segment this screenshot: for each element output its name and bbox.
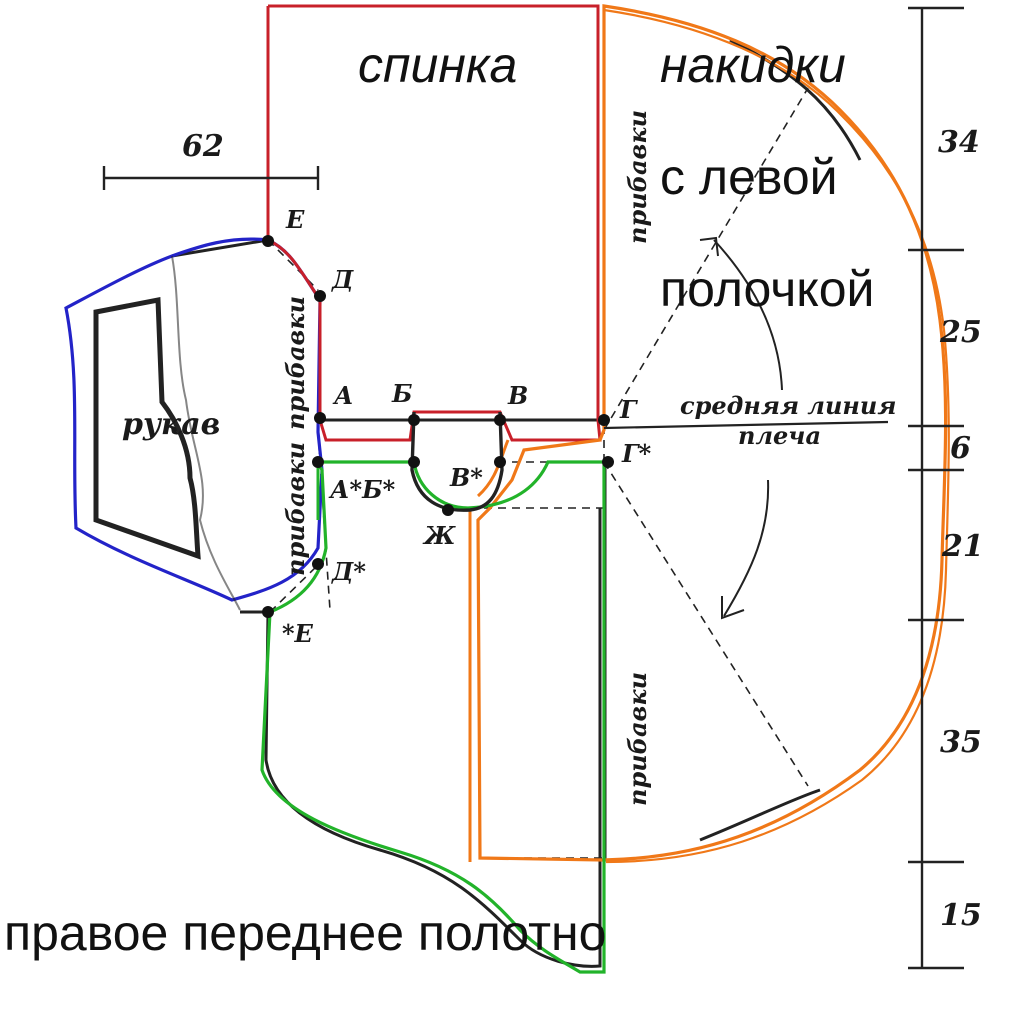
- point-star-e-dot: [262, 606, 274, 618]
- point-markers: [262, 235, 614, 618]
- point-b-star-dot: [408, 456, 420, 468]
- label-cape-line1: накидки: [660, 37, 846, 93]
- label-sleeve: рукав: [122, 407, 220, 442]
- point-e-dot: [262, 235, 274, 247]
- sleeve: [64, 237, 324, 611]
- point-d-label: Д: [331, 265, 354, 294]
- measure-62: [102, 166, 320, 190]
- scale-6: 6: [950, 431, 971, 466]
- point-star-e-label: *Е: [282, 619, 314, 648]
- point-g-dot: [598, 414, 610, 426]
- point-a-star-dot: [312, 456, 324, 468]
- middle-line-label-2: плеча: [738, 421, 821, 450]
- point-g-star-label: Г*: [621, 439, 652, 468]
- allowance-label-lower-left: прибавки: [281, 442, 310, 576]
- front-panel: [260, 460, 606, 974]
- sleeve-cuff-shape: [93, 296, 201, 560]
- point-b-dot: [408, 414, 420, 426]
- point-v-star-label: В*: [449, 463, 483, 492]
- scale-21: 21: [941, 529, 984, 564]
- sleeve-outline: [64, 237, 324, 602]
- armhole-cutout: [410, 411, 504, 512]
- rotation-arrows: [699, 236, 783, 620]
- allowance-label-upper-left: прибавки: [281, 296, 310, 430]
- scale-35: 35: [940, 725, 982, 760]
- point-g-star-dot: [602, 456, 614, 468]
- label-back: спинка: [358, 37, 517, 93]
- label-cape-line3: полочкой: [660, 261, 874, 317]
- measure-62-label: 62: [182, 129, 224, 164]
- point-b-label: Б: [391, 379, 413, 408]
- point-v-label: В: [507, 381, 528, 410]
- point-a-star-b-star-label: А*Б*: [328, 475, 396, 504]
- label-front-panel: правое переднее полотно: [4, 905, 606, 961]
- point-d-dot: [314, 290, 326, 302]
- point-g-label: Г: [619, 395, 638, 424]
- middle-shoulder-line: [603, 420, 889, 430]
- scale-25: 25: [939, 315, 982, 350]
- scale-15: 15: [940, 898, 982, 933]
- scale-34: 34: [938, 125, 980, 160]
- sleeve-inner-line: [171, 255, 241, 611]
- middle-line-label-1: средняя линия: [680, 391, 896, 420]
- point-v-dot: [494, 414, 506, 426]
- construction-lines: [267, 10, 809, 860]
- allowance-label-bottom-right: прибавки: [623, 672, 652, 806]
- point-a-dot: [314, 412, 326, 424]
- point-a-label: А: [332, 381, 354, 410]
- point-e-label: Е: [285, 205, 305, 234]
- point-zh-label: Ж: [422, 521, 456, 550]
- point-v-star-dot: [494, 456, 506, 468]
- point-d-star-label: Д*: [331, 557, 366, 586]
- point-d-star-dot: [312, 558, 324, 570]
- vertical-scale: [908, 6, 964, 970]
- point-zh-dot: [442, 504, 454, 516]
- allowance-label-top-right: прибавки: [623, 110, 652, 244]
- label-cape-line2: с левой: [660, 149, 838, 205]
- cape: [468, 4, 950, 864]
